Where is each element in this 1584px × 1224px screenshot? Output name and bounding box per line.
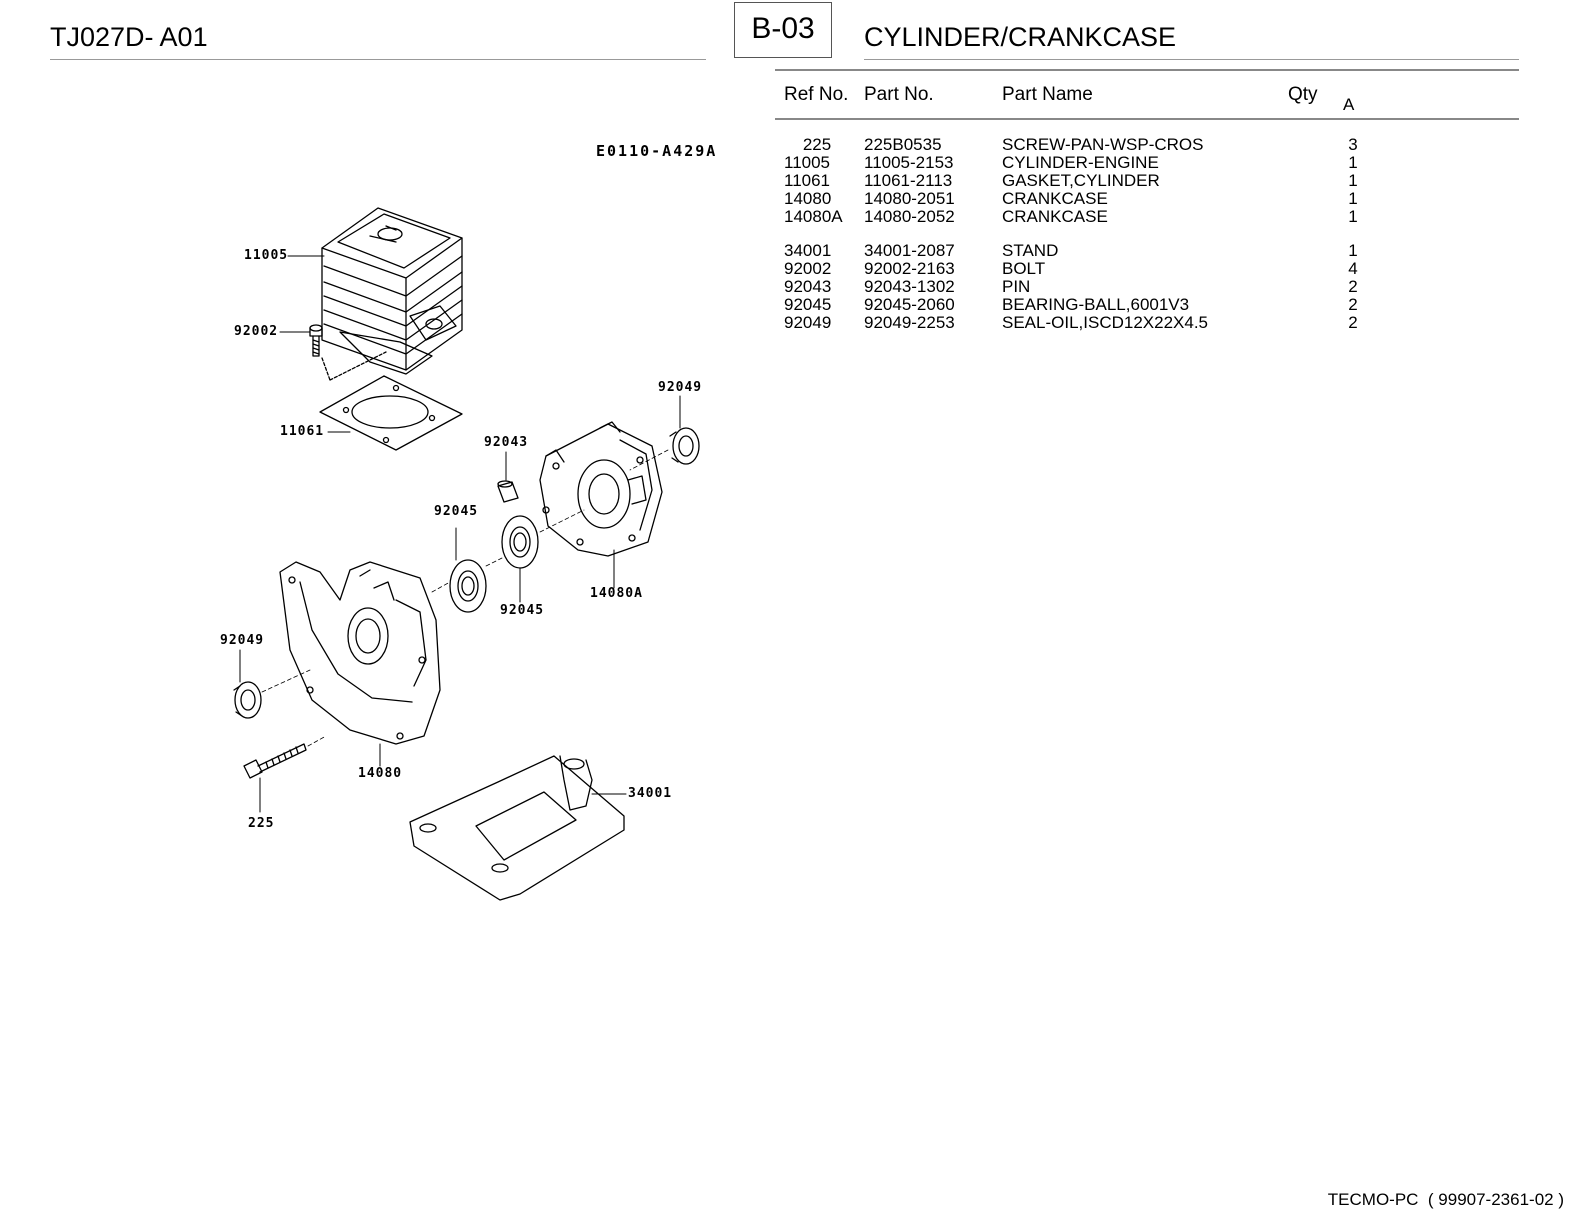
qty: 4 (1348, 259, 1358, 278)
col-variant-a: A (1343, 95, 1355, 114)
cylinder-part (321, 207, 463, 375)
screw-part (243, 743, 307, 779)
table-header-rule (775, 118, 1519, 120)
header-rule-right (864, 59, 1519, 60)
col-qty: Qty (1288, 84, 1318, 105)
part-no: 225B0535 (864, 135, 942, 154)
ref-no: 92043 (784, 277, 832, 296)
section-code-box: B-03 (734, 2, 832, 58)
part-name: GASKET,CYLINDER (1002, 171, 1160, 190)
ref-no: 11061 (784, 171, 831, 190)
crankcase-a-part (539, 421, 663, 557)
ref-no: 14080A (784, 207, 843, 226)
bearing-right-part (501, 515, 539, 569)
ref-no: 34001 (784, 241, 832, 260)
qty: 3 (1348, 135, 1358, 154)
qty: 2 (1348, 295, 1358, 314)
part-name: CRANKCASE (1002, 189, 1108, 208)
qty: 1 (1348, 153, 1358, 172)
callout-34001: 34001 (628, 786, 673, 801)
model-code: TJ027D- A01 (50, 22, 208, 52)
table-row: 34001 34001-2087 STAND 1 (0, 242, 1584, 260)
bearing-left-part (449, 559, 487, 613)
qty: 2 (1348, 313, 1358, 332)
ref-no: 11005 (784, 153, 831, 172)
qty: 1 (1348, 171, 1358, 190)
seal-lower-part (233, 681, 262, 719)
part-no: 92045-2060 (864, 295, 955, 314)
part-name: SEAL-OIL,ISCD12X22X4.5 (1002, 313, 1209, 332)
qty: 1 (1348, 207, 1358, 226)
header-rule-left (50, 59, 706, 60)
part-no: 14080-2052 (864, 207, 955, 226)
callout-92002: 92002 (234, 324, 279, 339)
exploded-parts-diagram: E0110-A429A 11005 92002 11061 92049 9204… (200, 130, 740, 920)
callout-92043: 92043 (484, 435, 529, 450)
part-no: 14080-2051 (864, 189, 955, 208)
callout-225: 225 (248, 816, 275, 831)
callout-14080: 14080 (358, 766, 403, 781)
callout-92049-lower: 92049 (220, 633, 265, 648)
section-title: CYLINDER/CRANKCASE (864, 22, 1177, 52)
col-part-no: Part No. (864, 84, 934, 105)
callout-92045-left: 92045 (434, 504, 479, 519)
qty: 1 (1348, 189, 1358, 208)
bolt-92002-part (309, 324, 387, 381)
table-row: 225 225B0535 SCREW-PAN-WSP-CROS 3 (0, 136, 1584, 154)
callout-11005: 11005 (244, 248, 289, 263)
ref-no: 92045 (784, 295, 832, 314)
callout-92049-upper: 92049 (658, 380, 703, 395)
part-no: 34001-2087 (864, 241, 955, 260)
part-no: 92043-1302 (864, 277, 955, 296)
part-name: BOLT (1002, 259, 1046, 278)
leader-lines (239, 255, 681, 813)
part-name: PIN (1002, 277, 1031, 296)
pin-part (497, 480, 519, 503)
table-top-rule (775, 69, 1519, 71)
part-name: CRANKCASE (1002, 207, 1108, 226)
part-name: STAND (1002, 241, 1059, 260)
diagram-code: E0110-A429A (596, 142, 718, 160)
table-row: 92049 92049-2253 SEAL-OIL,ISCD12X22X4.5 … (0, 314, 1584, 332)
table-row: 92043 92043-1302 PIN 2 (0, 278, 1584, 296)
crankcase-part (279, 561, 441, 745)
part-no: 11061-2113 (864, 171, 953, 190)
ref-no: 14080 (784, 189, 832, 208)
table-row: 14080A 14080-2052 CRANKCASE 1 (0, 208, 1584, 226)
table-row: 11061 11061-2113 GASKET,CYLINDER 1 (0, 172, 1584, 190)
table-row: 14080 14080-2051 CRANKCASE 1 (0, 190, 1584, 208)
table-row: 92045 92045-2060 BEARING-BALL,6001V3 2 (0, 296, 1584, 314)
ref-no: 92049 (784, 313, 832, 332)
part-name: BEARING-BALL,6001V3 (1002, 295, 1190, 314)
part-name: CYLINDER-ENGINE (1002, 153, 1159, 172)
part-no: 11005-2153 (864, 153, 954, 172)
callout-92045-right: 92045 (500, 603, 545, 618)
col-ref-no: Ref No. (784, 84, 849, 105)
table-row: 11005 11005-2153 CYLINDER-ENGINE 1 (0, 154, 1584, 172)
part-no: 92049-2253 (864, 313, 955, 332)
seal-upper-part (669, 427, 700, 465)
assembly-guide-lines (261, 449, 669, 747)
table-row: 92002 92002-2163 BOLT 4 (0, 260, 1584, 278)
col-part-name: Part Name (1002, 84, 1093, 105)
part-no: 92002-2163 (864, 259, 955, 278)
diagram-drawing (233, 207, 700, 901)
stand-part (409, 755, 625, 901)
callout-14080a: 14080A (590, 586, 643, 601)
gasket-part (319, 375, 463, 451)
footer-catalog-code: TECMO-PC ( 99907-2361-02 ) (1327, 1190, 1564, 1209)
callout-11061: 11061 (280, 424, 325, 439)
part-name: SCREW-PAN-WSP-CROS (1002, 135, 1204, 154)
qty: 2 (1348, 277, 1358, 296)
ref-no: 92002 (784, 259, 832, 278)
ref-no: 225 (802, 135, 832, 154)
qty: 1 (1348, 241, 1358, 260)
